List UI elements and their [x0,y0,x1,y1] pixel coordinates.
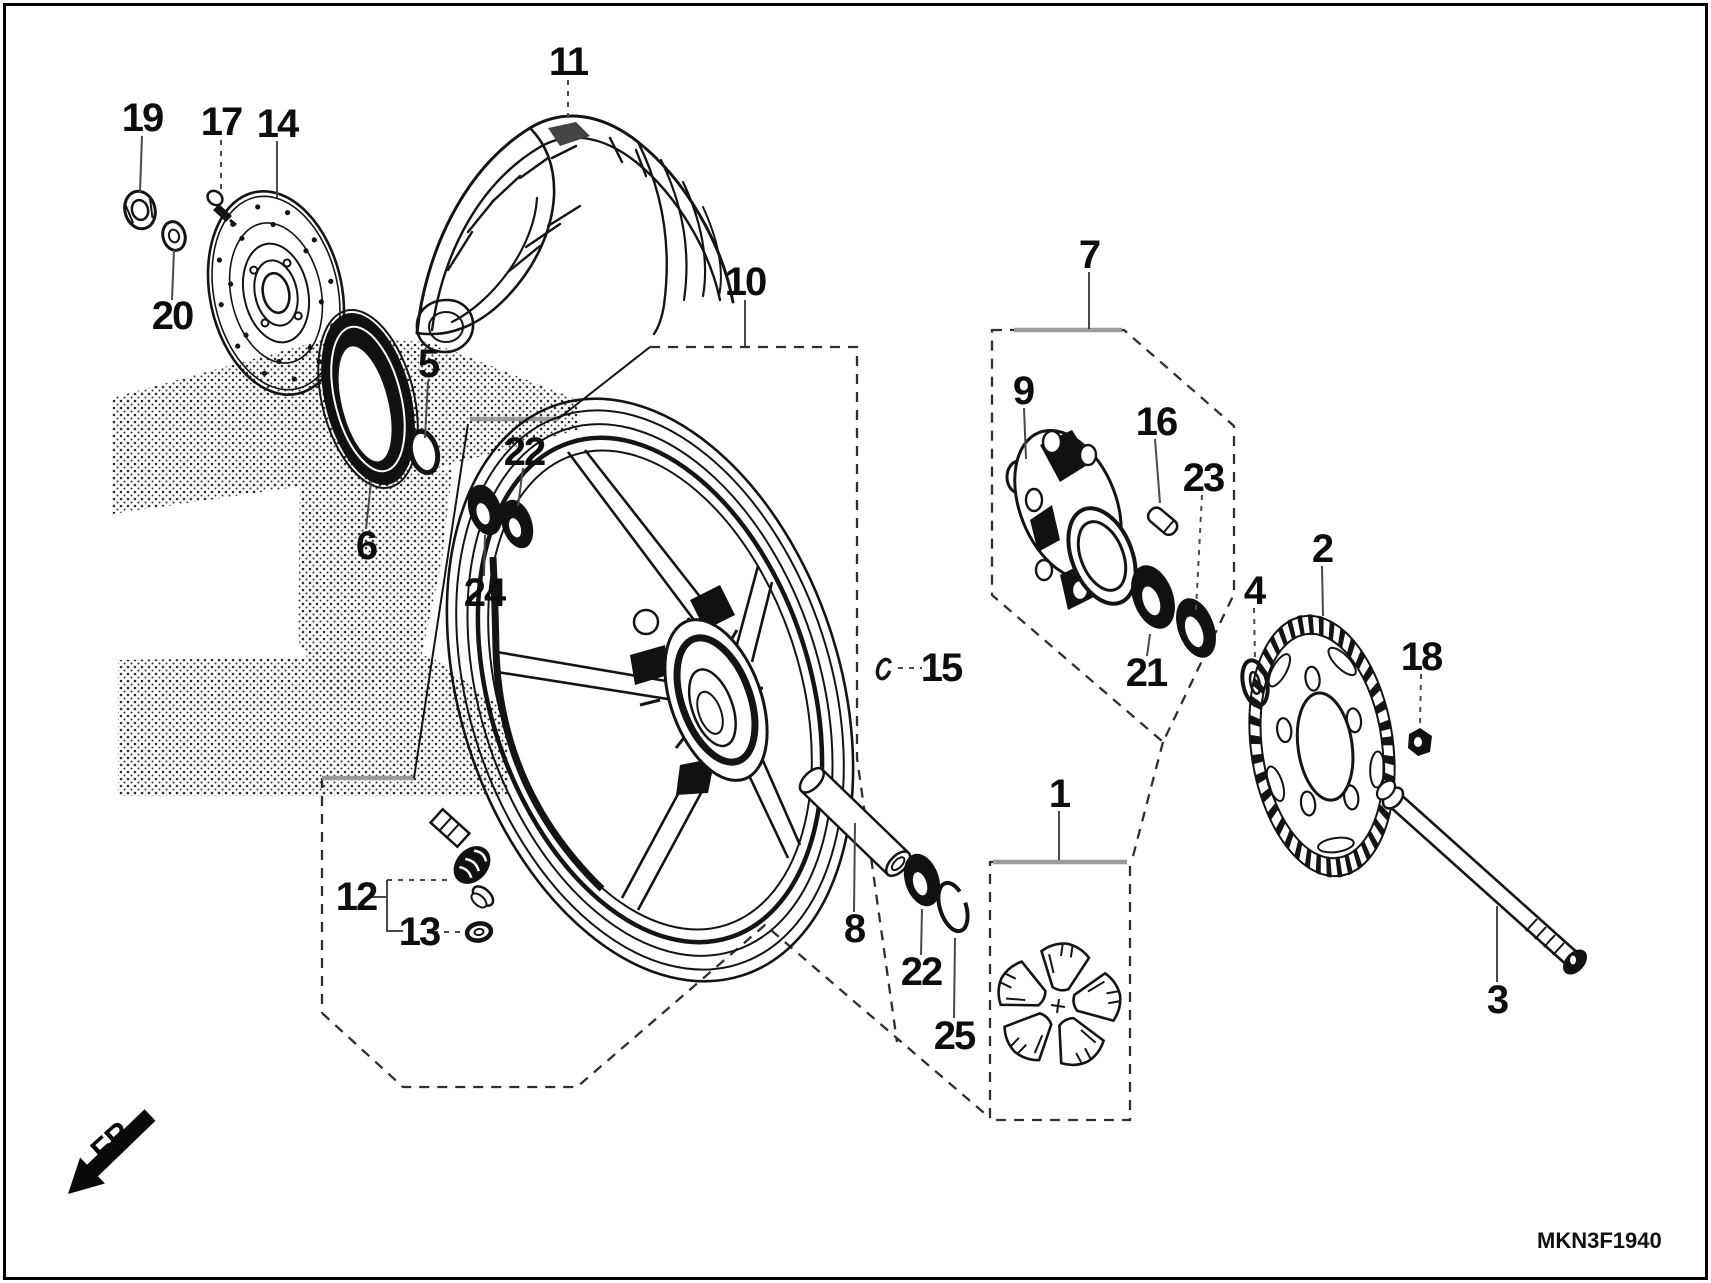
part-label-3: 3 [1487,978,1508,1022]
wheel-spokes [496,449,802,911]
wheel-group-box-left-diagonal [413,423,469,779]
part-label-7: 7 [1079,233,1100,277]
part-label-18: 18 [1401,635,1443,679]
rim-well-shade [489,556,605,892]
part-1-wheel-damper-set [997,942,1122,1067]
part-label-10: 10 [725,260,766,304]
part-label-25: 25 [934,1014,976,1058]
tire-tread-grooves [446,136,648,274]
part-20-washer [161,220,187,252]
part-label-8: 8 [844,907,866,951]
part-3-rear-axle [1375,779,1588,975]
part-18-axle-nut [1408,728,1432,756]
rim-hole [632,608,660,636]
part-label-23: 23 [1183,456,1224,500]
sprocket-lightening-slots [1265,646,1386,854]
part-label-13: 13 [399,910,440,954]
spoke-shading [630,585,735,795]
part-label-2: 2 [1312,527,1333,571]
sprocket-bolt-holes [1275,665,1363,817]
part-label-4: 4 [1244,569,1267,613]
damper-group-box [988,860,1132,1122]
leader-lines [139,80,1498,1019]
part-label-14: 14 [257,102,300,146]
part-22-bearing-left [500,499,534,549]
part-label-11: 11 [549,40,589,84]
part-16-dowel-pin [1146,506,1179,537]
part-label-9: 9 [1013,369,1034,413]
part-label-21: 21 [1126,651,1168,695]
fr-arrow-icon [68,1109,156,1194]
diagram-code: MKN3F1940 [1537,1228,1662,1253]
part-label-6: 6 [356,524,377,568]
part-label-15: 15 [921,646,963,690]
part-5-oring [407,428,441,476]
part-21-bearing [1131,565,1175,629]
tire-shade [548,122,590,146]
part-15-clip [875,657,893,681]
wheel-group-box-notch [557,346,651,420]
disc-bolt-holes [249,258,303,328]
axle-threads [1525,918,1565,956]
part-22-bearing-right [903,853,941,907]
part-17-bolt [206,189,237,227]
part-label-12: 12 [336,875,377,919]
construction-lines [320,327,1236,1122]
part-8-side-collar [798,766,912,878]
part-14-brake-disc [206,190,346,396]
part-11-tire [415,114,735,354]
wheel-group-box-bottom [321,923,991,1119]
part-13-valve-cap [464,921,494,943]
part-7-hub-assembly [1013,428,1138,610]
wheel-group-box-top-right [650,345,899,1043]
part-label-24: 24 [464,571,507,615]
part-label-19: 19 [122,96,163,140]
part-19-nut [123,189,157,231]
part-23-oil-seal [1176,598,1216,658]
part-label-22: 22 [901,950,942,994]
part-label-22: 22 [504,430,545,474]
part-label-1: 1 [1049,772,1071,816]
part-25-snap-ring [936,880,970,934]
part-label-5: 5 [418,342,440,386]
part-label-16: 16 [1136,400,1177,444]
part-24-bearing [467,484,503,536]
part-10-rear-wheel [445,397,855,983]
swingarm-ghost-halftone [112,338,578,796]
part-6-dust-seal [317,309,419,489]
hub-to-damper-connector [1130,741,1165,861]
part-label-17: 17 [201,100,242,144]
diagram-border [3,3,1708,1280]
part-label-20: 20 [152,294,193,338]
hub-group-box [990,328,1236,744]
part-12-valve [428,807,495,909]
